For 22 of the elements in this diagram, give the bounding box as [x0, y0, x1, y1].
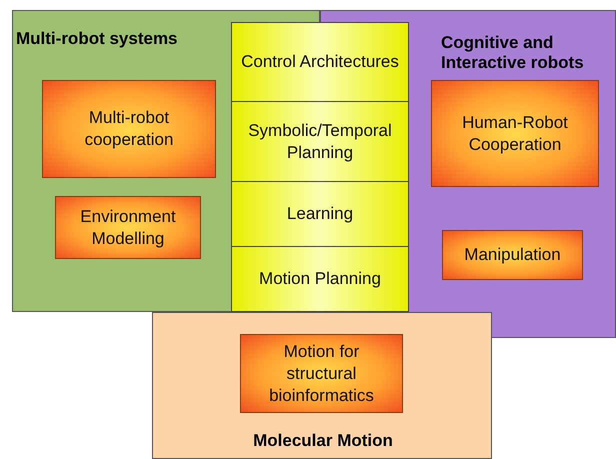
topic-region: [152, 312, 492, 459]
topic-label: Environment Modelling: [79, 206, 177, 250]
topic-label: Motion Planning: [259, 268, 381, 290]
topic-label: Learning: [286, 203, 354, 225]
method-box: [231, 181, 409, 247]
method-box: [231, 246, 409, 312]
topic-box: [42, 80, 216, 178]
topic-label: Control Architectures: [241, 51, 399, 73]
topic-box: [240, 334, 403, 413]
topic-label: Manipulation: [464, 244, 561, 266]
region-title: Cognitive and Interactive robots: [441, 33, 585, 73]
region-title: Molecular Motion: [252, 431, 394, 451]
topic-label: Multi-robot cooperation: [84, 107, 174, 151]
region-title: Multi-robot systems: [16, 29, 179, 49]
topic-label: Human-Robot Cooperation: [461, 112, 569, 156]
method-box: [231, 22, 409, 102]
topic-box: [442, 230, 583, 280]
topic-box: [431, 80, 599, 187]
topic-label: Motion for structural bioinformatics: [268, 340, 375, 406]
topic-label: Symbolic/Temporal Planning: [247, 120, 393, 164]
method-box: [231, 101, 409, 182]
topic-box: [55, 196, 201, 259]
